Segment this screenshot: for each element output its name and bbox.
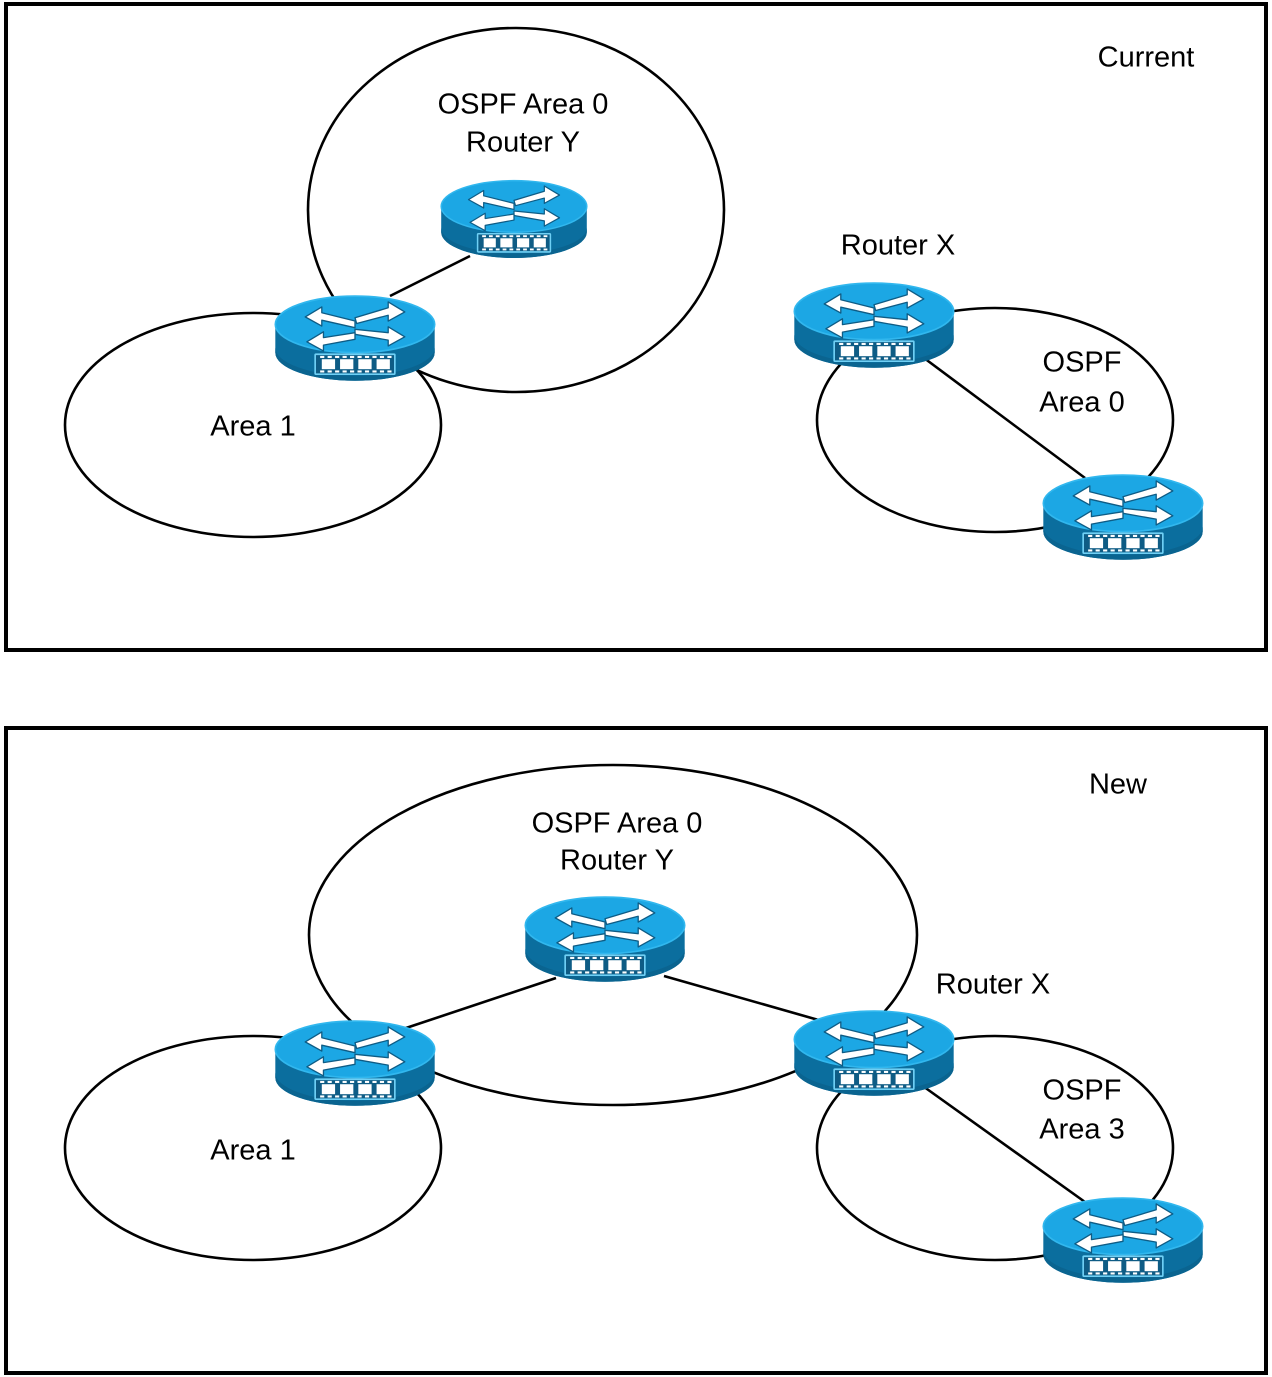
new-link-router-y-to-abr-left <box>399 976 557 1032</box>
new-router-x-icon[interactable] <box>793 1010 955 1097</box>
current-label-area-0-right: Area 0 <box>1039 387 1124 419</box>
panel-current-tag: Current <box>1098 42 1195 74</box>
new-label-router-y: Router Y <box>560 845 674 877</box>
new-label-area-1: Area 1 <box>210 1135 295 1167</box>
new-label-ospf-area-0: OSPF Area 0 <box>532 808 703 840</box>
new-router-y-icon[interactable] <box>524 896 686 983</box>
new-area-1-ellipse <box>63 1034 443 1262</box>
new-label-router-x: Router X <box>936 969 1050 1001</box>
current-router-area0-right-icon[interactable] <box>1042 474 1204 561</box>
new-label-area-3: Area 3 <box>1039 1114 1124 1146</box>
new-link-router-x-to-area3-router <box>919 1082 1086 1204</box>
new-ospf-area-3-ellipse <box>815 1034 1175 1262</box>
current-area-1-ellipse <box>63 311 443 539</box>
current-link-router-x-to-right-router <box>919 353 1086 480</box>
current-label-ospf-area-0: OSPF Area 0 <box>438 89 609 121</box>
panel-new-tag: New <box>1089 769 1148 801</box>
current-router-y-icon[interactable] <box>440 179 588 259</box>
current-ospf-area-0-right-ellipse <box>815 306 1175 534</box>
panel-current: OSPF Area 0 Router Y Area 1 Router X OSP… <box>4 2 1268 652</box>
current-ospf-area-0-ellipse <box>306 26 726 394</box>
new-label-ospf-area-3: OSPF <box>1043 1075 1122 1107</box>
current-label-router-x: Router X <box>841 230 955 262</box>
current-router-abr-left-icon[interactable] <box>274 295 436 382</box>
current-label-ospf-right: OSPF <box>1043 347 1122 379</box>
new-link-router-y-to-router-x <box>663 974 823 1023</box>
current-label-router-y: Router Y <box>466 127 580 159</box>
current-link-router-y-to-abr <box>389 254 471 298</box>
panel-new: OSPF Area 0 Router Y Area 1 Router X OSP… <box>4 726 1268 1375</box>
new-router-abr-left-icon[interactable] <box>274 1020 436 1107</box>
new-router-area3-right-icon[interactable] <box>1042 1197 1204 1284</box>
current-label-area-1: Area 1 <box>210 411 295 443</box>
current-router-x-icon[interactable] <box>793 282 955 369</box>
new-ospf-area-0-ellipse <box>307 763 919 1107</box>
